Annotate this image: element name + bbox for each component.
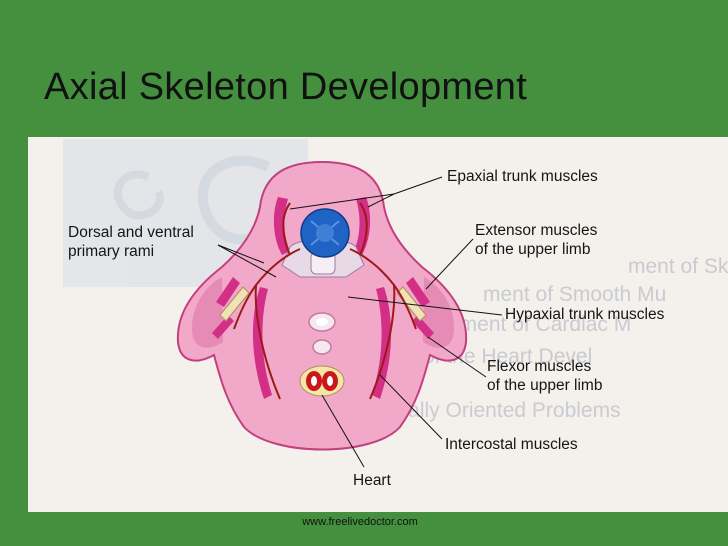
diagram-figure: ment of Skeletal Mus ment of Smooth Mu p… bbox=[28, 137, 728, 512]
epaxial-muscle-right bbox=[354, 197, 371, 255]
label-flexor-line1: Flexor muscles bbox=[487, 358, 592, 375]
heart bbox=[299, 365, 345, 397]
label-dorsal-ventral-rami: Dorsal and ventral primary rami bbox=[68, 223, 194, 261]
label-extensor-muscles: Extensor muscles of the upper limb bbox=[475, 221, 597, 259]
ghost-text-1: ment of Skeletal Mus bbox=[628, 255, 728, 278]
label-extensor-line2: of the upper limb bbox=[475, 241, 591, 258]
label-dorsal-ventral-line1: Dorsal and ventral bbox=[68, 224, 194, 241]
spinal-cord bbox=[300, 208, 350, 258]
slide-title: Axial Skeleton Development bbox=[44, 66, 528, 108]
body-section bbox=[176, 160, 468, 451]
flexor-mass-right bbox=[412, 315, 434, 339]
hypaxial-muscle-right bbox=[372, 287, 392, 399]
label-hypaxial: Hypaxial trunk muscles bbox=[505, 306, 665, 323]
ghost-text-3: pment of Cardiac M bbox=[448, 313, 632, 336]
ghost-text-5: ically Oriented Problems bbox=[393, 399, 621, 422]
extensor-mass-right bbox=[406, 277, 430, 307]
label-dorsal-ventral-line2: primary rami bbox=[68, 243, 155, 260]
ghost-text-2: ment of Smooth Mu bbox=[483, 283, 667, 306]
midline-structures bbox=[308, 312, 336, 355]
label-extensor-line1: Extensor muscles bbox=[475, 222, 598, 239]
spinal-nerves bbox=[233, 202, 417, 400]
label-flexor-line2: of the upper limb bbox=[487, 377, 603, 394]
footer-url[interactable]: www.freelivedoctor.com bbox=[0, 516, 728, 528]
label-epaxial: Epaxial trunk muscles bbox=[447, 168, 598, 185]
leader-lines bbox=[217, 176, 503, 468]
extensor-mass-left bbox=[216, 277, 240, 307]
label-heart: Heart bbox=[353, 472, 391, 489]
flexor-mass-left bbox=[212, 315, 234, 339]
label-flexor-muscles: Flexor muscles of the upper limb bbox=[487, 357, 602, 395]
cross-section-diagram bbox=[63, 139, 503, 468]
limb-cartilage-left bbox=[219, 286, 250, 322]
footer-url-text[interactable]: www.freelivedoctor.com bbox=[302, 516, 418, 528]
label-intercostal: Intercostal muscles bbox=[445, 436, 578, 453]
